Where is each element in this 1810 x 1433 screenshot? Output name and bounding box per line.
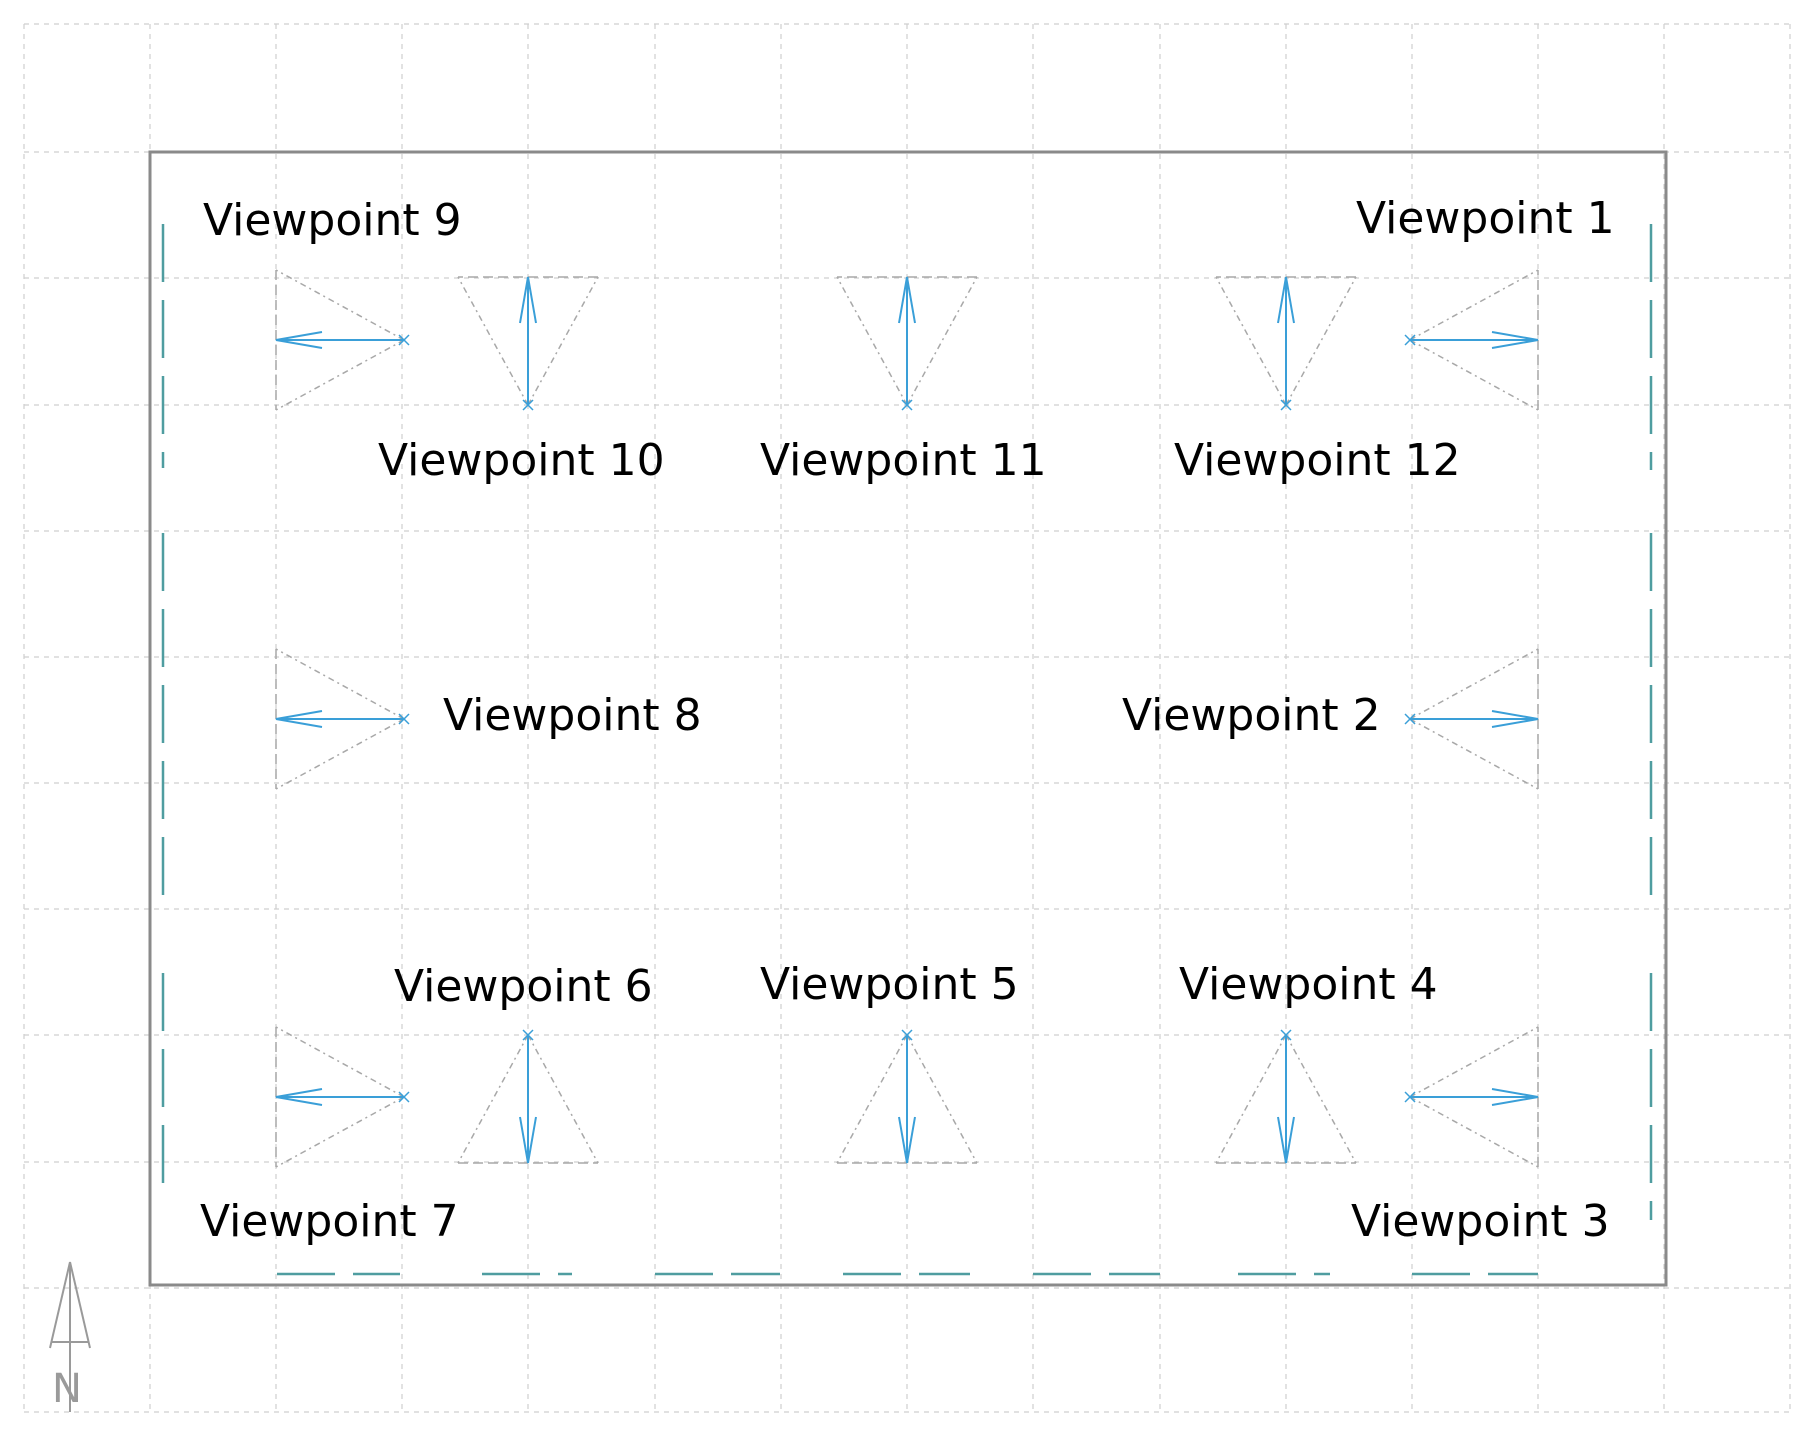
north-label: N: [52, 1366, 82, 1412]
viewpoint-6-label: Viewpoint 6: [394, 961, 653, 1012]
camera-viewpoint-7-icon: [275, 1026, 410, 1168]
camera-origin-mark: [522, 1029, 534, 1041]
direction-arrow-head: [898, 1116, 916, 1164]
room-outline: [148, 150, 1668, 1287]
camera-viewpoint-10-icon: [457, 276, 599, 411]
camera-viewpoint-4-icon: [1215, 1029, 1357, 1164]
direction-arrow-head: [1491, 331, 1539, 349]
viewpoint-10-label: Viewpoint 10: [378, 435, 665, 486]
camera-origin-mark: [1280, 1029, 1292, 1041]
frustum-edge: [275, 1026, 405, 1098]
viewpoint-8-label: Viewpoint 8: [443, 690, 702, 741]
viewpoint-12-label: Viewpoint 12: [1174, 435, 1461, 486]
frustum-edge: [836, 1034, 908, 1164]
direction-arrow-head: [1491, 1088, 1539, 1106]
camera-viewpoint-8-icon: [275, 648, 410, 790]
direction-arrow-head: [519, 1116, 537, 1164]
viewpoint-7-label: Viewpoint 7: [200, 1196, 459, 1247]
viewpoint-markers: [275, 269, 1539, 1168]
wall-segments: [161, 224, 1653, 1276]
frustum-edge: [275, 269, 405, 341]
direction-arrow-head: [275, 710, 323, 728]
camera-origin-mark: [1404, 334, 1416, 346]
frustum-edge: [1409, 718, 1539, 790]
direction-arrow-head: [275, 1088, 323, 1106]
camera-origin-mark: [398, 713, 410, 725]
camera-viewpoint-3-icon: [1404, 1026, 1539, 1168]
north-arrow-icon: [49, 1261, 91, 1412]
camera-viewpoint-1-icon: [1404, 269, 1539, 411]
frustum-edge: [457, 276, 529, 406]
camera-viewpoint-6-icon: [457, 1029, 599, 1164]
viewpoint-9-label: Viewpoint 9: [203, 195, 462, 246]
frustum-edge: [527, 276, 599, 406]
camera-origin-mark: [901, 399, 913, 411]
camera-viewpoint-12-icon: [1215, 276, 1357, 411]
direction-arrow-head: [1277, 1116, 1295, 1164]
camera-origin-mark: [1404, 713, 1416, 725]
viewpoint-2-label: Viewpoint 2: [1122, 690, 1381, 741]
frustum-edge: [275, 1096, 405, 1168]
frustum-edge: [1409, 1096, 1539, 1168]
frustum-edge: [1285, 276, 1357, 406]
frustum-edge: [527, 1034, 599, 1164]
viewpoint-3-label: Viewpoint 3: [1351, 1196, 1610, 1247]
camera-origin-mark: [398, 1091, 410, 1103]
frustum-edge: [275, 339, 405, 411]
viewpoint-5-label: Viewpoint 5: [760, 959, 1019, 1010]
frustum-edge: [1285, 1034, 1357, 1164]
camera-viewpoint-9-icon: [275, 269, 410, 411]
camera-origin-mark: [1404, 1091, 1416, 1103]
frustum-edge: [1409, 269, 1539, 341]
direction-arrow-head: [519, 276, 537, 324]
frustum-edge: [1409, 648, 1539, 720]
camera-origin-mark: [522, 399, 534, 411]
frustum-edge: [1215, 276, 1287, 406]
direction-arrow-head: [275, 331, 323, 349]
frustum-edge: [1409, 339, 1539, 411]
frustum-edge: [275, 648, 405, 720]
camera-viewpoint-5-icon: [836, 1029, 978, 1164]
direction-arrow-head: [1491, 710, 1539, 728]
camera-origin-mark: [1280, 399, 1292, 411]
viewpoint-11-label: Viewpoint 11: [760, 435, 1047, 486]
direction-arrow-head: [1277, 276, 1295, 324]
frustum-edge: [1409, 1026, 1539, 1098]
camera-viewpoint-2-icon: [1404, 648, 1539, 790]
camera-viewpoint-11-icon: [836, 276, 978, 411]
frustum-edge: [836, 276, 908, 406]
frustum-edge: [457, 1034, 529, 1164]
frustum-edge: [1215, 1034, 1287, 1164]
frustum-edge: [906, 1034, 978, 1164]
camera-origin-mark: [398, 334, 410, 346]
viewpoint-4-label: Viewpoint 4: [1179, 959, 1438, 1010]
direction-arrow-head: [898, 276, 916, 324]
viewpoint-1-label: Viewpoint 1: [1356, 193, 1615, 244]
frustum-edge: [275, 718, 405, 790]
camera-origin-mark: [901, 1029, 913, 1041]
frustum-edge: [906, 276, 978, 406]
